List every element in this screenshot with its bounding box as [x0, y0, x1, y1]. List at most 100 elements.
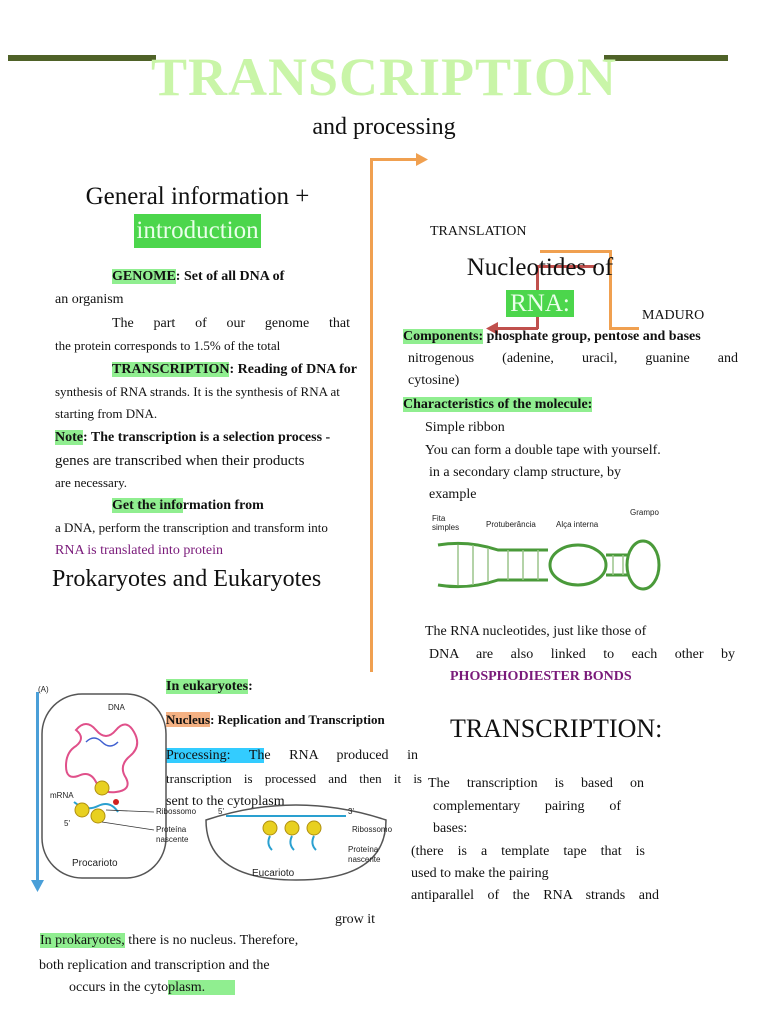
fig-proteina-label: Proteína [156, 825, 187, 834]
tr-line3: bases: [433, 821, 468, 836]
note-text: : The transcription is a selection proce… [83, 430, 331, 445]
get-info-line: Get the information from [112, 495, 264, 517]
connector-vertical [370, 158, 373, 672]
components-cont2: cytosine) [408, 373, 460, 388]
fig-eucariota-label: Eucarioto [252, 868, 295, 879]
rna-translated: RNA is translated into protein [55, 543, 223, 558]
fig-nascente-label: nascente [156, 835, 189, 844]
fig-protuberancia-label: Protuberância [486, 520, 536, 529]
connector-red-bottom [496, 327, 538, 330]
double-tape-line3: example [429, 487, 477, 502]
title-bar-right [604, 55, 728, 61]
rna-highlight: RNA: [506, 290, 574, 317]
nucleotides-line: Nucleotides of [466, 254, 614, 281]
nucleus-line: Nucleus: Replication and Transcription [166, 709, 385, 731]
connector-red-h [536, 265, 596, 268]
blue-arrow-head-icon [31, 880, 44, 892]
prokaryotes-text: there is no nucleus. Therefore, [124, 933, 299, 948]
connector-maduro-h [540, 250, 612, 253]
note-line: Note: The transcription is a selection p… [55, 427, 330, 449]
components-highlight: Components: [403, 329, 484, 344]
get-info-cont: a DNA, perform the transcription and tra… [55, 520, 328, 535]
tr-line4: (there is a template tape that is [411, 844, 645, 859]
genome-cont: an organism [55, 292, 124, 307]
characteristics-highlight: Characteristics of the molecule: [403, 397, 593, 412]
introduction-highlight: introduction [134, 214, 261, 248]
transcription-highlight: TRANSCRIPTION [112, 362, 230, 377]
prokaryotes-line3b: plasm. [168, 980, 236, 995]
eukaryotes-line: In eukaryotes: [166, 676, 253, 698]
prok-euk-diagram: (A) DNA mRNA 5' Ribossomo Proteína nasce… [38, 685, 393, 881]
genome-line: GENOME: Set of all DNA of [112, 266, 284, 288]
genome-def: : Set of all DNA of [175, 269, 285, 284]
double-tape-line2: in a secondary clamp structure, by [429, 465, 622, 480]
general-info-line: General information + [85, 183, 310, 210]
fig-eu-nascente-label: nascente [348, 855, 381, 864]
red-arrow-head-icon [486, 322, 498, 335]
note-highlight: Note [55, 430, 83, 445]
fig-panel-label: (A) [38, 685, 49, 694]
prok-euk-heading: Prokaryotes and Eukaryotes [52, 566, 322, 592]
nucleus-highlight: Nucleus [166, 712, 211, 727]
transcription-cont2: starting from DNA. [55, 406, 158, 421]
tr-line6: antiparallel of the RNA strands and [411, 888, 659, 903]
components-line: Components: phosphate group, pentose and… [403, 326, 768, 348]
prokaryotes-line3: occurs in the cytoplasm. [69, 977, 236, 999]
fig-alca-label: Alça interna [556, 520, 599, 529]
fig-procariota-label: Procarioto [72, 858, 118, 869]
get-info-rest: rmation from [182, 498, 264, 513]
components-text: phosphate group, pentose and bases [483, 329, 701, 344]
translation-label: TRANSLATION [430, 224, 527, 239]
nucleus-text: : Replication and Transcription [210, 712, 385, 727]
transcription-def: : Reading of DNA for [229, 362, 358, 377]
tr-line5: used to make the pairing [411, 866, 549, 881]
page-title: TRANSCRIPTION [150, 47, 618, 107]
connector-maduro-bottom [609, 327, 639, 330]
prokaryotes-highlight: In prokaryotes, [40, 933, 125, 948]
fig-grampo-label: Grampo [630, 508, 659, 517]
characteristics-line: Characteristics of the molecule: [403, 394, 593, 416]
prokaryotes-line3a: occurs in the cyto [69, 980, 169, 995]
double-tape-line1: You can form a double tape with yourself… [425, 443, 661, 458]
tr-line7: grow it [335, 912, 376, 927]
rna-hairpin-figure: Fita simples Protuberância Alça interna … [428, 505, 668, 615]
nucleotides-heading: Nucleotides of RNA: [380, 250, 700, 322]
connector-top [370, 158, 422, 161]
eukaryotes-colon: : [248, 679, 253, 694]
note-cont2: are necessary. [55, 475, 128, 490]
processing-line: Processing: The RNA produced in [166, 745, 418, 767]
prokaryotes-line1: In prokaryotes, there is no nucleus. The… [40, 930, 298, 952]
fig-mrna-label: mRNA [50, 791, 74, 800]
general-info-heading: General information + introduction [0, 180, 395, 248]
phosphodiester-bonds: PHOSPHODIESTER BONDS [450, 669, 632, 684]
page-subtitle: and processing [312, 114, 456, 140]
nucleotides-linked-line2: DNA are also linked to each other by [429, 647, 735, 662]
fig-five-prime-label: 5' [64, 819, 70, 828]
maduro-label: MADURO [642, 308, 705, 323]
genome-highlight: GENOME [112, 269, 176, 284]
fig-simples-label: simples [432, 523, 459, 532]
arrow-head-icon [416, 153, 428, 166]
fig-dna-label: DNA [108, 703, 126, 712]
components-cont1: nitrogenous (adenine, uracil, guanine an… [408, 351, 738, 366]
prokaryotes-line2: both replication and transcription and t… [39, 958, 270, 973]
transcription-cont1: synthesis of RNA strands. It is the synt… [55, 384, 340, 399]
tr-line1: The transcription is based on [428, 776, 644, 791]
fig-eu-ribossomo-label: Ribossomo [352, 825, 393, 834]
fig-eu-three-prime-label: 3' [348, 807, 354, 816]
genome-part-line: The part of our genome that [112, 316, 350, 331]
fig-eu-proteina-label: Proteína [348, 845, 379, 854]
note-cont1: genes are transcribed when their product… [55, 453, 305, 469]
fig-fita-label: Fita [432, 514, 446, 523]
eukaryotes-highlight: In eukaryotes [166, 679, 249, 694]
nucleotides-linked-line1: The RNA nucleotides, just like those of [425, 624, 647, 639]
blue-connector [36, 692, 39, 882]
connector-maduro-v [609, 250, 612, 330]
get-info-highlight: Get the info [112, 498, 183, 513]
title-bar-left [8, 55, 156, 61]
processing-highlight: Processing: Th [166, 748, 265, 763]
tr-line2: complementary pairing of [433, 799, 621, 814]
fig-ribossomo-label: Ribossomo [156, 807, 197, 816]
processing-text: e RNA produced in [264, 748, 418, 763]
processing-cont1: transcription is processed and then it i… [166, 771, 422, 786]
